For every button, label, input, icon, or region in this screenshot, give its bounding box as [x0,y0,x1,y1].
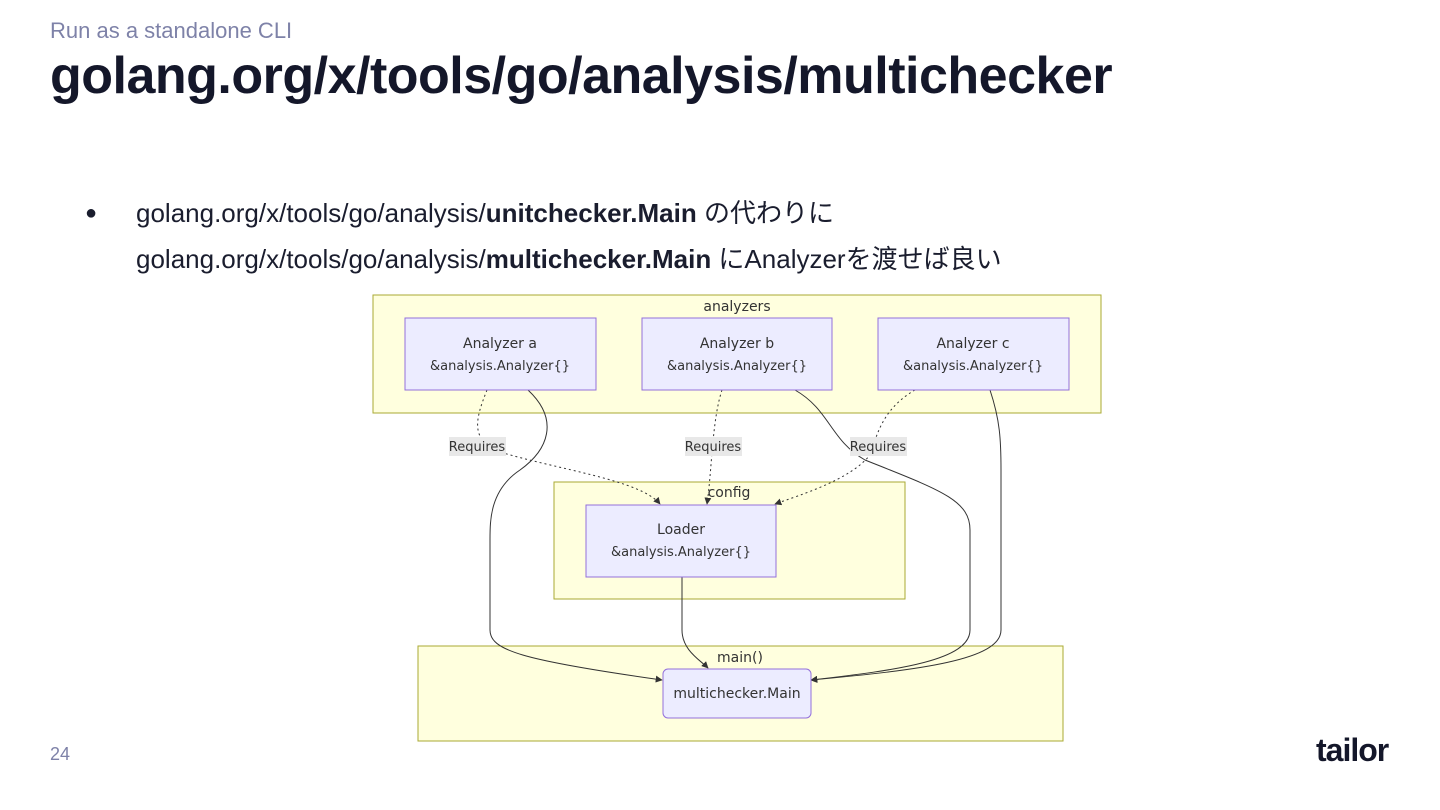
bullet-line-2-bold: multichecker.Main [485,244,712,274]
bullet-list: ● golang.org/x/tools/go/analysis/unitche… [85,190,1002,282]
slide-title: golang.org/x/tools/go/analysis/multichec… [50,47,1113,105]
bullet-line-1-prefix: golang.org/x/tools/go/analysis/ [136,198,486,228]
edge-b-to-main [794,389,971,683]
edge-label-bg-a [449,437,506,456]
group-config-label: config [708,485,751,501]
edge-label-requires-b: Requires [685,440,742,455]
node-analyzer-c-name: Analyzer c [936,336,1009,352]
node-loader-type: &analysis.Analyzer{} [611,545,751,560]
node-analyzer-b [641,317,833,391]
node-analyzer-a [404,317,597,391]
node-analyzer-b-name: Analyzer b [700,336,774,352]
bullet-line-2: golang.org/x/tools/go/analysis/multichec… [136,236,1002,282]
tailor-logo: tailor [1316,732,1389,768]
node-analyzer-a-type: &analysis.Analyzer{} [430,359,570,374]
edge-label-requires-a: Requires [449,440,506,455]
node-multichecker-main-label: multichecker.Main [673,686,800,702]
bullet-line-2-suffix: にAnalyzerを渡せば良い [711,244,1002,274]
bullet-line-1: golang.org/x/tools/go/analysis/unitcheck… [136,190,1002,236]
edge-c-to-main [810,389,1002,683]
edge-a-to-main [489,389,663,683]
edge-label-bg-c [850,437,907,456]
group-analyzers-label: analyzers [703,299,770,315]
edge-label-requires-c: Requires [850,440,907,455]
node-analyzer-b-type: &analysis.Analyzer{} [667,359,807,374]
bullet-marker: ● [85,202,98,224]
node-loader-name: Loader [657,522,705,538]
node-loader [585,504,777,578]
node-analyzer-a-name: Analyzer a [463,336,537,352]
group-main-label: main() [717,650,763,666]
edge-label-bg-b [685,437,742,456]
bullet-line-2-prefix: golang.org/x/tools/go/analysis/ [136,244,486,274]
node-multichecker-main [662,668,812,719]
slide-subtitle: Run as a standalone CLI [50,18,293,43]
node-analyzer-c [877,317,1070,391]
node-analyzer-c-type: &analysis.Analyzer{} [903,359,1043,374]
bullet-line-1-bold: unitchecker.Main [485,198,697,228]
page-number: 24 [50,744,71,764]
edge-a-requires-loader [477,389,661,505]
edge-loader-to-main [681,577,709,669]
bullet-line-1-suffix: の代わりに [696,198,834,228]
